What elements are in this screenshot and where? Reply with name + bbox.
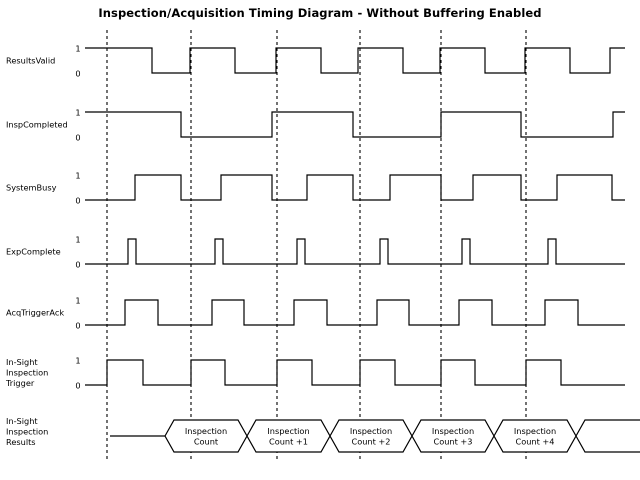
waveform-2 xyxy=(85,174,625,201)
level-label-high-0: 1 xyxy=(75,44,80,54)
bus-value-3-line1: Count +3 xyxy=(434,437,473,447)
bus-value-4-line0: Inspection xyxy=(514,426,556,436)
waveform-0 xyxy=(85,47,625,74)
signal-row-0: ResultsValid 1 0 xyxy=(6,44,625,79)
signal-row-1: InspCompleted 1 0 xyxy=(6,108,625,143)
level-label-low-1: 0 xyxy=(75,133,80,143)
bus-value-1-line1: Count +1 xyxy=(269,437,308,447)
bus-value-0-line0: Inspection xyxy=(185,426,227,436)
signal-label-6-line2: Results xyxy=(6,437,36,447)
waveform-4 xyxy=(85,299,625,326)
waveform-1 xyxy=(85,111,625,138)
signal-row-4: AcqTriggerAck 1 0 xyxy=(6,296,625,331)
waveform-5 xyxy=(85,359,625,386)
level-label-high-5: 1 xyxy=(75,356,80,366)
signal-label-2: SystemBusy xyxy=(6,182,57,192)
signal-label-6-line0: In-Sight xyxy=(6,416,38,426)
bus-segment-open xyxy=(575,419,640,453)
signal-label-0: ResultsValid xyxy=(6,55,55,65)
signal-label-5-line1: Inspection xyxy=(6,367,48,377)
signal-waveforms: ResultsValid10InspCompleted10SystemBusy1… xyxy=(5,44,640,453)
level-label-low-3: 0 xyxy=(75,260,80,270)
trigger-marker-lines xyxy=(106,30,527,462)
signal-label-5-line0: In-Sight xyxy=(6,357,38,367)
waveform-3 xyxy=(85,238,625,265)
signal-label-3: ExpComplete xyxy=(6,246,61,256)
signal-label-1: InspCompleted xyxy=(6,119,68,129)
bus-value-1-line0: Inspection xyxy=(267,426,309,436)
bus-value-2-line0: Inspection xyxy=(350,426,392,436)
bus-value-4-line1: Count +4 xyxy=(516,437,555,447)
signal-label-6-line1: Inspection xyxy=(6,427,48,437)
level-label-high-1: 1 xyxy=(75,108,80,118)
signal-row-3: ExpComplete 1 0 xyxy=(6,235,625,270)
level-label-low-4: 0 xyxy=(75,321,80,331)
signal-row-6: In-SightInspectionResultsInspectionCount… xyxy=(6,416,640,453)
bus-value-3-line0: Inspection xyxy=(432,426,474,436)
signal-label-4: AcqTriggerAck xyxy=(6,307,64,317)
signal-row-2: SystemBusy 1 0 xyxy=(6,171,625,206)
signal-label-5-line2: Trigger xyxy=(5,378,35,388)
level-label-high-3: 1 xyxy=(75,235,80,245)
level-label-high-4: 1 xyxy=(75,296,80,306)
level-label-low-5: 0 xyxy=(75,381,80,391)
bus-value-2-line1: Count +2 xyxy=(352,437,391,447)
level-label-low-2: 0 xyxy=(75,196,80,206)
level-label-high-2: 1 xyxy=(75,171,80,181)
bus-value-0-line1: Count xyxy=(194,437,219,447)
level-label-low-0: 0 xyxy=(75,69,80,79)
page-title: Inspection/Acquisition Timing Diagram - … xyxy=(98,6,542,20)
